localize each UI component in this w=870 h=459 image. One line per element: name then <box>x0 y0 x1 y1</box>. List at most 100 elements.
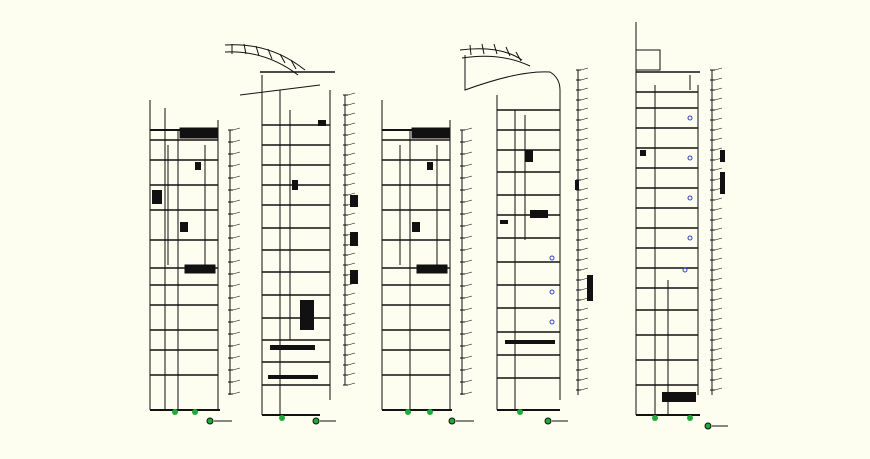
elevation-5 <box>635 22 728 430</box>
level-leader <box>232 379 241 383</box>
level-leader <box>580 337 589 341</box>
level-leader <box>580 177 589 181</box>
level-leader <box>580 217 589 221</box>
level-leader <box>464 175 473 179</box>
level-leader <box>714 377 723 381</box>
level-leader <box>464 343 473 347</box>
level-leader <box>714 287 723 291</box>
grid-bubble <box>279 415 285 421</box>
level-leader <box>232 187 241 191</box>
level-leader <box>580 77 589 81</box>
level-leader <box>232 355 241 359</box>
level-leader <box>347 142 356 146</box>
level-leader <box>580 367 589 371</box>
elevation-4 <box>459 43 593 425</box>
level-leader <box>714 157 723 161</box>
level-leader <box>347 172 356 176</box>
building-outline <box>496 90 561 411</box>
level-leader <box>580 87 589 91</box>
level-leader <box>714 107 723 111</box>
level-leader <box>580 197 589 201</box>
elevation-3 <box>381 100 474 425</box>
building-outline <box>261 75 331 416</box>
level-leader <box>714 207 723 211</box>
level-leader <box>714 307 723 311</box>
level-leader <box>580 227 589 231</box>
building-outline <box>149 100 220 411</box>
level-leader <box>464 331 473 335</box>
level-leader <box>580 307 589 311</box>
grid-bubble <box>172 409 178 415</box>
level-leader <box>714 367 723 371</box>
level-leader <box>580 377 589 381</box>
level-leader <box>464 391 473 395</box>
level-leader <box>580 187 589 191</box>
level-leader <box>232 175 241 179</box>
level-leader <box>232 151 241 155</box>
level-leader <box>347 102 356 106</box>
floor-slabs <box>497 109 560 379</box>
level-leader <box>714 87 723 91</box>
level-leader <box>464 283 473 287</box>
level-leader <box>714 147 723 151</box>
level-leader <box>714 337 723 341</box>
level-leader <box>714 177 723 181</box>
level-leader <box>347 122 356 126</box>
floor-slabs <box>382 139 450 376</box>
level-leader <box>347 192 356 196</box>
level-leader <box>347 352 356 356</box>
level-leader <box>580 357 589 361</box>
level-leader <box>714 257 723 261</box>
level-leader <box>714 187 723 191</box>
level-leader <box>580 287 589 291</box>
level-leader <box>464 259 473 263</box>
level-leader <box>347 272 356 276</box>
level-leader <box>347 212 356 216</box>
level-leader <box>714 227 723 231</box>
level-leader <box>580 317 589 321</box>
level-leader <box>347 302 356 306</box>
level-leader <box>347 372 356 376</box>
level-leader <box>464 211 473 215</box>
level-leader <box>347 382 356 386</box>
level-leader <box>232 247 241 251</box>
level-leader <box>580 167 589 171</box>
accent-fittings <box>549 255 555 325</box>
annotation-blocks <box>720 150 725 194</box>
level-leader <box>580 157 589 161</box>
level-leader <box>347 262 356 266</box>
level-leader <box>347 252 356 256</box>
detail-hatching <box>268 120 326 379</box>
level-leader <box>714 67 723 71</box>
detail-hatching <box>500 150 555 344</box>
level-leader <box>714 297 723 301</box>
floor-slabs <box>636 91 698 386</box>
section-marker <box>206 417 214 425</box>
level-leader <box>232 391 241 395</box>
detail-hatching <box>412 162 433 232</box>
level-leader <box>580 147 589 151</box>
level-leader <box>347 202 356 206</box>
level-leader <box>714 277 723 281</box>
level-leader <box>464 247 473 251</box>
level-leader <box>714 77 723 81</box>
level-leader <box>232 211 241 215</box>
level-leader <box>714 317 723 321</box>
parapet <box>411 127 451 139</box>
level-leader <box>580 387 589 391</box>
level-leader <box>347 152 356 156</box>
dimension-ticks <box>343 92 356 386</box>
dimension-ticks <box>710 67 723 391</box>
level-leader <box>347 362 356 366</box>
grid-bubble <box>405 409 411 415</box>
level-leader <box>714 237 723 241</box>
grid-bubble <box>427 409 433 415</box>
dimension-ticks <box>576 67 589 391</box>
level-leader <box>714 327 723 331</box>
level-leader <box>347 132 356 136</box>
level-leader <box>580 247 589 251</box>
level-leader <box>232 139 241 143</box>
level-leader <box>232 235 241 239</box>
level-leader <box>714 127 723 131</box>
